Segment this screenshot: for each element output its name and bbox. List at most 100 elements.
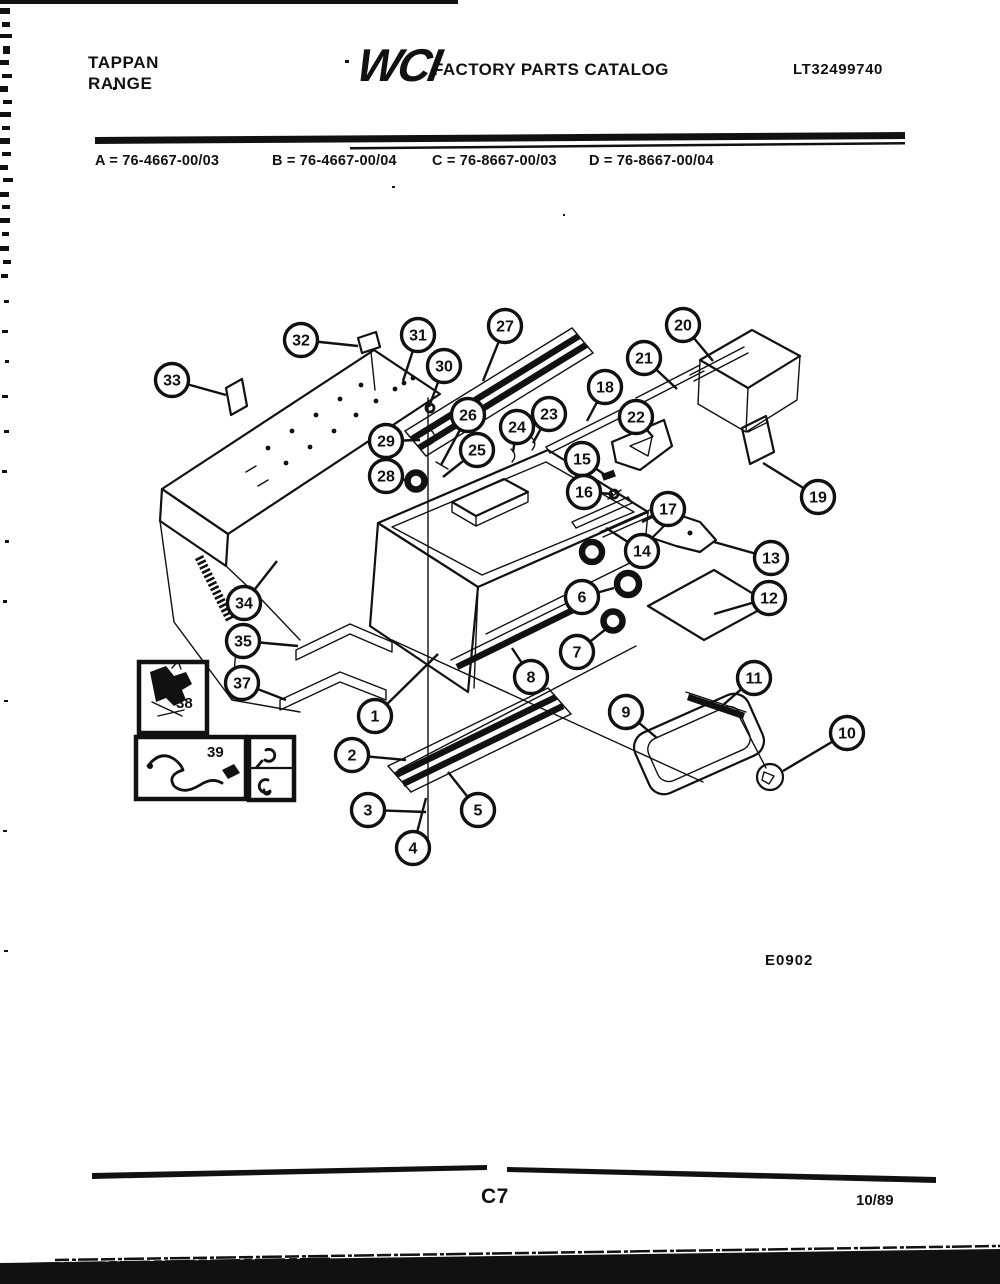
svg-text:33: 33 (163, 373, 181, 390)
svg-text:5: 5 (474, 803, 483, 820)
callout-12: 12 (713, 579, 788, 617)
svg-text:31: 31 (409, 328, 427, 345)
callout-30: 30 (425, 347, 463, 408)
callout-11: 11 (721, 659, 773, 707)
callout-37: 37 (223, 664, 287, 702)
callout-8: 8 (510, 647, 550, 696)
scan-noise (0, 0, 565, 952)
svg-text:21: 21 (635, 351, 653, 368)
callout-layer: 1234567891011121314151617181920212223242… (153, 306, 866, 867)
callout-19: 19 (762, 461, 837, 516)
callout-15: 15 (563, 440, 609, 478)
brand-line1: TAPPAN (88, 53, 159, 72)
callout-14: 14 (605, 526, 661, 570)
figure-code: E0902 (765, 952, 814, 969)
svg-text:11: 11 (746, 671, 763, 688)
callout-24: 24 (498, 408, 536, 453)
svg-text:20: 20 (674, 318, 692, 335)
wci-logo: WCI (353, 39, 444, 91)
date-code: 10/89 (856, 1192, 894, 1209)
inset-label-38: 38 (176, 695, 193, 712)
callout-29: 29 (367, 422, 421, 460)
callout-33: 33 (153, 361, 227, 399)
svg-text:24: 24 (508, 420, 526, 437)
construction-lines (391, 397, 704, 843)
svg-text:6: 6 (578, 590, 587, 607)
callout-22: 22 (617, 398, 655, 438)
model-code-c: C = 76-8667-00/03 (432, 153, 557, 169)
model-code-a: A = 76-4667-00/03 (95, 153, 220, 169)
callout-27: 27 (481, 307, 524, 382)
callout-5: 5 (447, 771, 497, 829)
callout-4: 4 (394, 797, 432, 867)
trim-rails (387, 327, 749, 793)
callout-28: 28 (367, 457, 411, 495)
svg-text:7: 7 (573, 645, 582, 662)
bottom-scan-bar (0, 1244, 1000, 1284)
svg-text:14: 14 (633, 544, 651, 561)
callout-13: 13 (713, 539, 790, 577)
svg-text:37: 37 (233, 676, 251, 693)
svg-text:2: 2 (348, 748, 357, 765)
callout-32: 32 (282, 321, 359, 359)
model-code-b: B = 76-4667-00/04 (272, 153, 397, 169)
svg-text:22: 22 (627, 410, 645, 427)
footer-rule (92, 1165, 936, 1183)
svg-text:19: 19 (809, 490, 827, 507)
callout-16: 16 (565, 473, 614, 511)
inset-boxes (133, 659, 297, 803)
svg-text:28: 28 (377, 469, 395, 486)
svg-text:23: 23 (540, 407, 558, 424)
catalog-title: FACTORY PARTS CATALOG (433, 60, 669, 79)
svg-text:1: 1 (371, 709, 380, 726)
callout-21: 21 (625, 339, 678, 390)
callout-34: 34 (225, 560, 278, 622)
publication-number: LT32499740 (793, 61, 883, 78)
callout-6: 6 (563, 578, 615, 616)
svg-text:27: 27 (496, 319, 514, 336)
svg-text:9: 9 (622, 705, 631, 722)
svg-text:3: 3 (364, 803, 373, 820)
svg-text:4: 4 (409, 841, 418, 858)
svg-text:17: 17 (659, 502, 677, 519)
bottom-right-parts (632, 691, 785, 796)
callout-35: 35 (224, 622, 299, 660)
range-body-panel (158, 348, 442, 713)
callout-3: 3 (349, 791, 427, 829)
svg-text:32: 32 (292, 333, 310, 350)
svg-text:16: 16 (575, 485, 593, 502)
svg-text:34: 34 (235, 596, 253, 613)
callout-10: 10 (782, 714, 866, 773)
svg-text:12: 12 (760, 591, 778, 608)
model-code-line: A = 76-4667-00/03 B = 76-4667-00/04 C = … (95, 153, 895, 173)
svg-text:35: 35 (234, 634, 252, 651)
oven-cavity (368, 448, 650, 694)
svg-text:15: 15 (573, 452, 591, 469)
brand-line2: RANGE (88, 74, 153, 93)
svg-text:8: 8 (527, 670, 536, 687)
svg-text:13: 13 (762, 551, 780, 568)
callout-7: 7 (558, 628, 607, 671)
brand-block: TAPPAN RANGE (88, 52, 159, 94)
callout-2: 2 (333, 736, 407, 774)
svg-text:26: 26 (459, 408, 477, 425)
header-rule (95, 132, 905, 150)
page-number: C7 (481, 1185, 509, 1208)
svg-text:30: 30 (435, 359, 453, 376)
callout-1: 1 (356, 653, 439, 735)
svg-text:29: 29 (377, 434, 395, 451)
callout-18: 18 (585, 368, 624, 422)
svg-text:25: 25 (468, 443, 486, 460)
callout-26: 26 (439, 396, 487, 466)
callout-9: 9 (607, 693, 658, 739)
callout-17: 17 (641, 490, 687, 528)
callout-25: 25 (442, 431, 496, 478)
model-code-d: D = 76-8667-00/04 (589, 153, 714, 169)
inset-label-39: 39 (207, 744, 224, 761)
callout-20: 20 (664, 306, 714, 362)
svg-text:10: 10 (838, 726, 856, 743)
callout-23: 23 (530, 395, 568, 444)
svg-text:18: 18 (596, 380, 614, 397)
